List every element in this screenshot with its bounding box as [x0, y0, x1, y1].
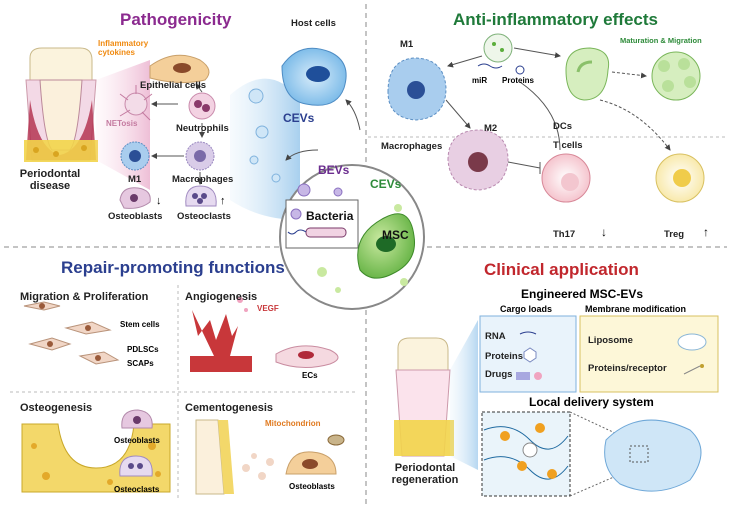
msc-label: MSC: [382, 228, 409, 242]
m1-macrophage-right: [387, 57, 447, 121]
cevs-center-label: CEVs: [370, 177, 402, 191]
delivery-system-illustration: [481, 411, 702, 497]
bevs-label: BEVs: [318, 163, 350, 177]
clinical-title: Clinical application: [484, 260, 639, 279]
maturation-migration-label: Maturation & Migration: [620, 36, 702, 45]
mitochondrion-label: Mitochondrion: [265, 419, 321, 428]
netosis-label: NETosis: [106, 119, 138, 128]
pdlscs-label: PDLSCs: [127, 345, 159, 354]
liposome-label: Liposome: [588, 335, 633, 346]
epithelial-cells-label: Epithelial cells: [140, 80, 206, 91]
osteoclasts-label: Osteoclasts: [177, 211, 231, 222]
th17-label: Th17: [553, 229, 576, 240]
osteoblasts-repair-label: Osteoblasts: [114, 436, 160, 445]
host-cell: [281, 47, 347, 106]
ecs-label: ECs: [302, 371, 318, 380]
neutrophil-cell: [188, 92, 216, 120]
osteoblasts-label: Osteoblasts: [108, 211, 163, 222]
cevs-left-label: CEVs: [283, 111, 315, 125]
membrane-modification-label: Membrane modification: [585, 304, 687, 314]
m1-right-label: M1: [400, 39, 414, 50]
regeneration-tooth: [394, 337, 454, 457]
cargo-loads-label: Cargo loads: [500, 304, 553, 314]
stem-cells-label: Stem cells: [120, 320, 160, 329]
t-cells-label: T cells: [553, 140, 583, 151]
dcs-label: DCs: [553, 121, 573, 132]
migration-proliferation-label: Migration & Proliferation: [20, 291, 149, 303]
mitochondrion-icon: [327, 434, 345, 446]
local-delivery-label: Local delivery system: [529, 395, 654, 409]
vegf-label: VEGF: [257, 304, 279, 313]
host-cells-label: Host cells: [291, 18, 336, 29]
netosis-cell: [119, 85, 153, 121]
center-circle: [279, 164, 425, 310]
liposome-icon: [677, 333, 707, 351]
macrophages-right-label: Macrophages: [381, 141, 443, 152]
stem-cells-illustration: [23, 301, 120, 365]
protein-icon: [523, 347, 537, 363]
endothelial-cell: [275, 345, 339, 368]
treg-label: Treg: [664, 229, 685, 240]
osteoclast-cell: [185, 185, 217, 207]
periodontal-tooth-illustration: [24, 47, 98, 162]
receptor-icon: [683, 365, 701, 375]
engineered-msc-evs-label: Engineered MSC-EVs: [521, 287, 644, 301]
blood-vessel-illustration: [190, 297, 252, 372]
mature-dc-cell: [651, 51, 701, 101]
treg-up-arrow: ↑: [703, 225, 709, 239]
m2-macrophage: [447, 129, 509, 191]
periodontal-disease-label: Periodontal disease: [19, 168, 81, 192]
osteoblasts-cementum-label: Osteoblasts: [289, 482, 335, 491]
ev-vesicle: [483, 33, 513, 63]
cementogenesis-label: Cementogenesis: [185, 402, 274, 414]
m2-label: M2: [484, 123, 498, 134]
mir-label: miR: [472, 76, 488, 85]
cargo-proteins-label: Proteins: [485, 351, 524, 362]
osteoclast-repair: [119, 455, 153, 477]
osteoclasts-up-arrow: ↑: [220, 195, 226, 207]
drug-icon: [516, 372, 530, 380]
bacteria-label: Bacteria: [306, 209, 354, 223]
th17-cell: [541, 153, 591, 203]
treg-cell: [655, 153, 705, 203]
th17-down-arrow: ↓: [601, 225, 607, 239]
repair-title: Repair-promoting functions: [61, 258, 285, 277]
drugs-label: Drugs: [485, 369, 513, 380]
osteoblast-cementum: [285, 451, 337, 475]
m1-label: M1: [128, 174, 142, 185]
osteoblasts-down-arrow: ↓: [156, 195, 162, 207]
periodontal-regeneration-label: Periodontal regeneration: [391, 462, 459, 486]
proteins-label: Proteins: [502, 76, 535, 85]
pathogenicity-title: Pathogenicity: [120, 10, 232, 29]
osteogenesis-label: Osteogenesis: [20, 402, 93, 414]
osteoblast-repair: [121, 409, 153, 429]
dc-cell: [565, 47, 610, 101]
macrophage-cell: [185, 141, 215, 171]
neutrophils-label: Neutrophils: [176, 123, 229, 134]
inflammatory-cytokines-label: Inflammatory cytokines: [98, 39, 149, 57]
scaps-label: SCAPs: [127, 359, 154, 368]
proteins-receptor-label: Proteins/receptor: [588, 363, 667, 374]
macrophages-label: Macrophages: [172, 174, 234, 185]
angiogenesis-label: Angiogenesis: [185, 291, 258, 303]
cementum-illustration: [195, 419, 274, 495]
osteoclasts-repair-label: Osteoclasts: [114, 485, 160, 494]
anti-inflammatory-title: Anti-inflammatory effects: [453, 10, 658, 29]
osteoblast-cell: [119, 187, 151, 209]
membrane-modification-box: [579, 315, 719, 393]
rna-label: RNA: [485, 331, 506, 342]
epithelial-cell: [149, 54, 210, 84]
bone-defect-illustration: [21, 423, 171, 493]
m1-macrophage-cell: [120, 141, 150, 171]
